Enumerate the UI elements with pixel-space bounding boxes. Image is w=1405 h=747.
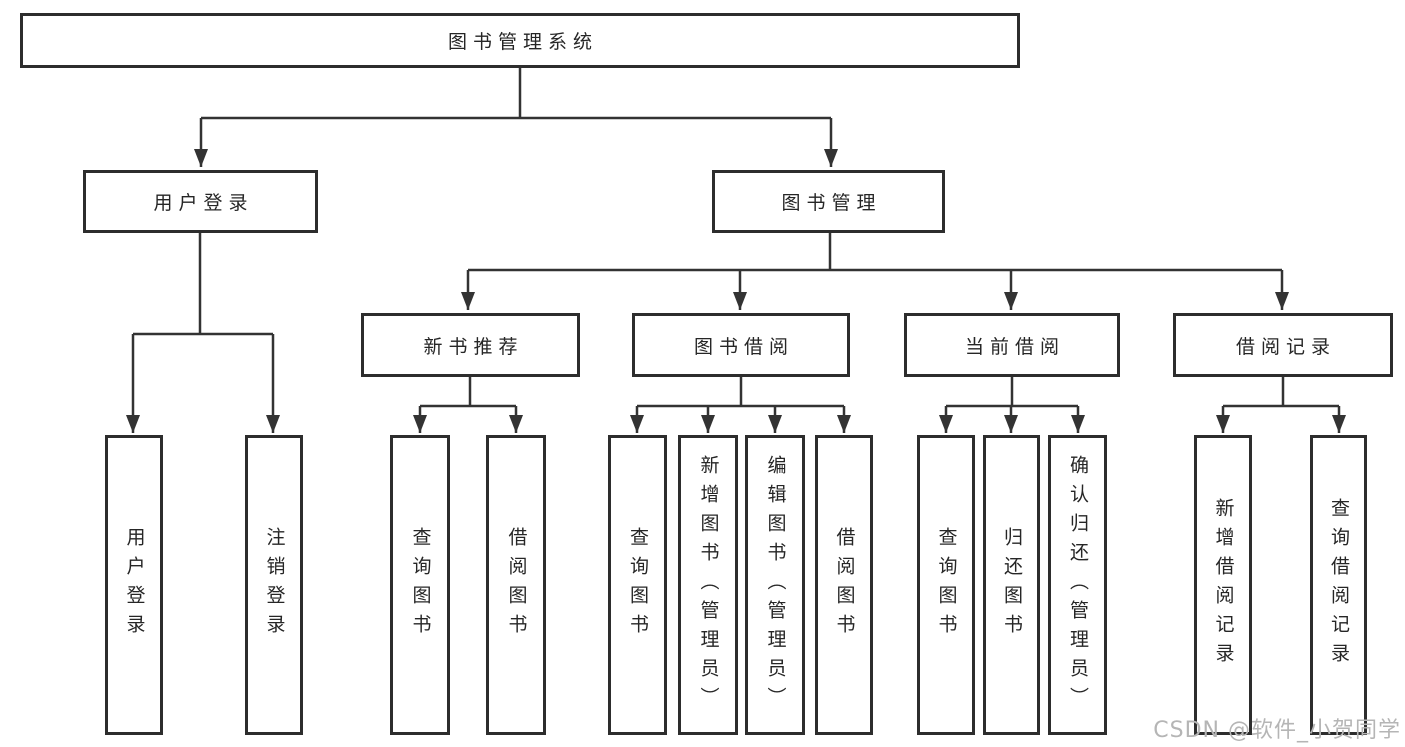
node-label: 当前借阅 <box>964 335 1065 358</box>
csdn-watermark: CSDN @软件_小贺同学 <box>1153 718 1401 743</box>
leaf-label: 确认归还（管理员） <box>1067 454 1089 716</box>
node-root-label: 图书管理系统 <box>447 31 598 53</box>
node-book-management-branch: 图书管理 <box>712 170 945 233</box>
leaf-borrow-books-borrowing: 借阅图书 <box>815 435 873 735</box>
node-borrowing-records: 借阅记录 <box>1173 313 1393 377</box>
leaf-user-login: 用户登录 <box>105 435 163 735</box>
leaf-label: 查询图书 <box>935 527 958 643</box>
leaf-label: 编辑图书（管理员） <box>764 454 787 716</box>
node-label: 借阅记录 <box>1235 335 1336 358</box>
leaf-label: 新增图书（管理员） <box>697 454 720 716</box>
leaf-label: 新增借阅记录 <box>1212 498 1235 672</box>
leaf-logout: 注销登录 <box>245 435 303 735</box>
leaf-label: 注销登录 <box>263 527 286 643</box>
node-label: 用户登录 <box>153 192 254 214</box>
leaf-label: 用户登录 <box>123 527 146 643</box>
leaf-borrow-books-recommend: 借阅图书 <box>486 435 546 735</box>
leaf-query-books-recommend: 查询图书 <box>390 435 450 735</box>
node-current-borrowing: 当前借阅 <box>904 313 1120 377</box>
node-label: 图书管理 <box>781 192 882 214</box>
node-user-login-branch: 用户登录 <box>83 170 318 233</box>
leaf-query-books-borrowing: 查询图书 <box>608 435 667 735</box>
node-book-borrowing: 图书借阅 <box>632 313 850 377</box>
leaf-add-books-admin: 新增图书（管理员） <box>678 435 738 735</box>
leaf-confirm-return-admin: 确认归还（管理员） <box>1048 435 1107 735</box>
leaf-label: 查询图书 <box>627 527 649 643</box>
leaf-query-borrow-record: 查询借阅记录 <box>1310 435 1367 735</box>
node-label: 新书推荐 <box>423 335 524 358</box>
node-root: 图书管理系统 <box>20 13 1020 68</box>
leaf-edit-books-admin: 编辑图书（管理员） <box>745 435 805 735</box>
leaf-return-books: 归还图书 <box>983 435 1040 735</box>
leaf-label: 借阅图书 <box>833 527 856 643</box>
leaf-query-books-current: 查询图书 <box>917 435 975 735</box>
leaf-add-borrow-record: 新增借阅记录 <box>1194 435 1252 735</box>
leaf-label: 借阅图书 <box>505 527 528 643</box>
leaf-label: 归还图书 <box>1001 527 1023 643</box>
node-new-book-recommend: 新书推荐 <box>361 313 580 377</box>
node-label: 图书借阅 <box>693 335 794 358</box>
leaf-label: 查询借阅记录 <box>1328 498 1350 672</box>
leaf-label: 查询图书 <box>409 527 432 643</box>
